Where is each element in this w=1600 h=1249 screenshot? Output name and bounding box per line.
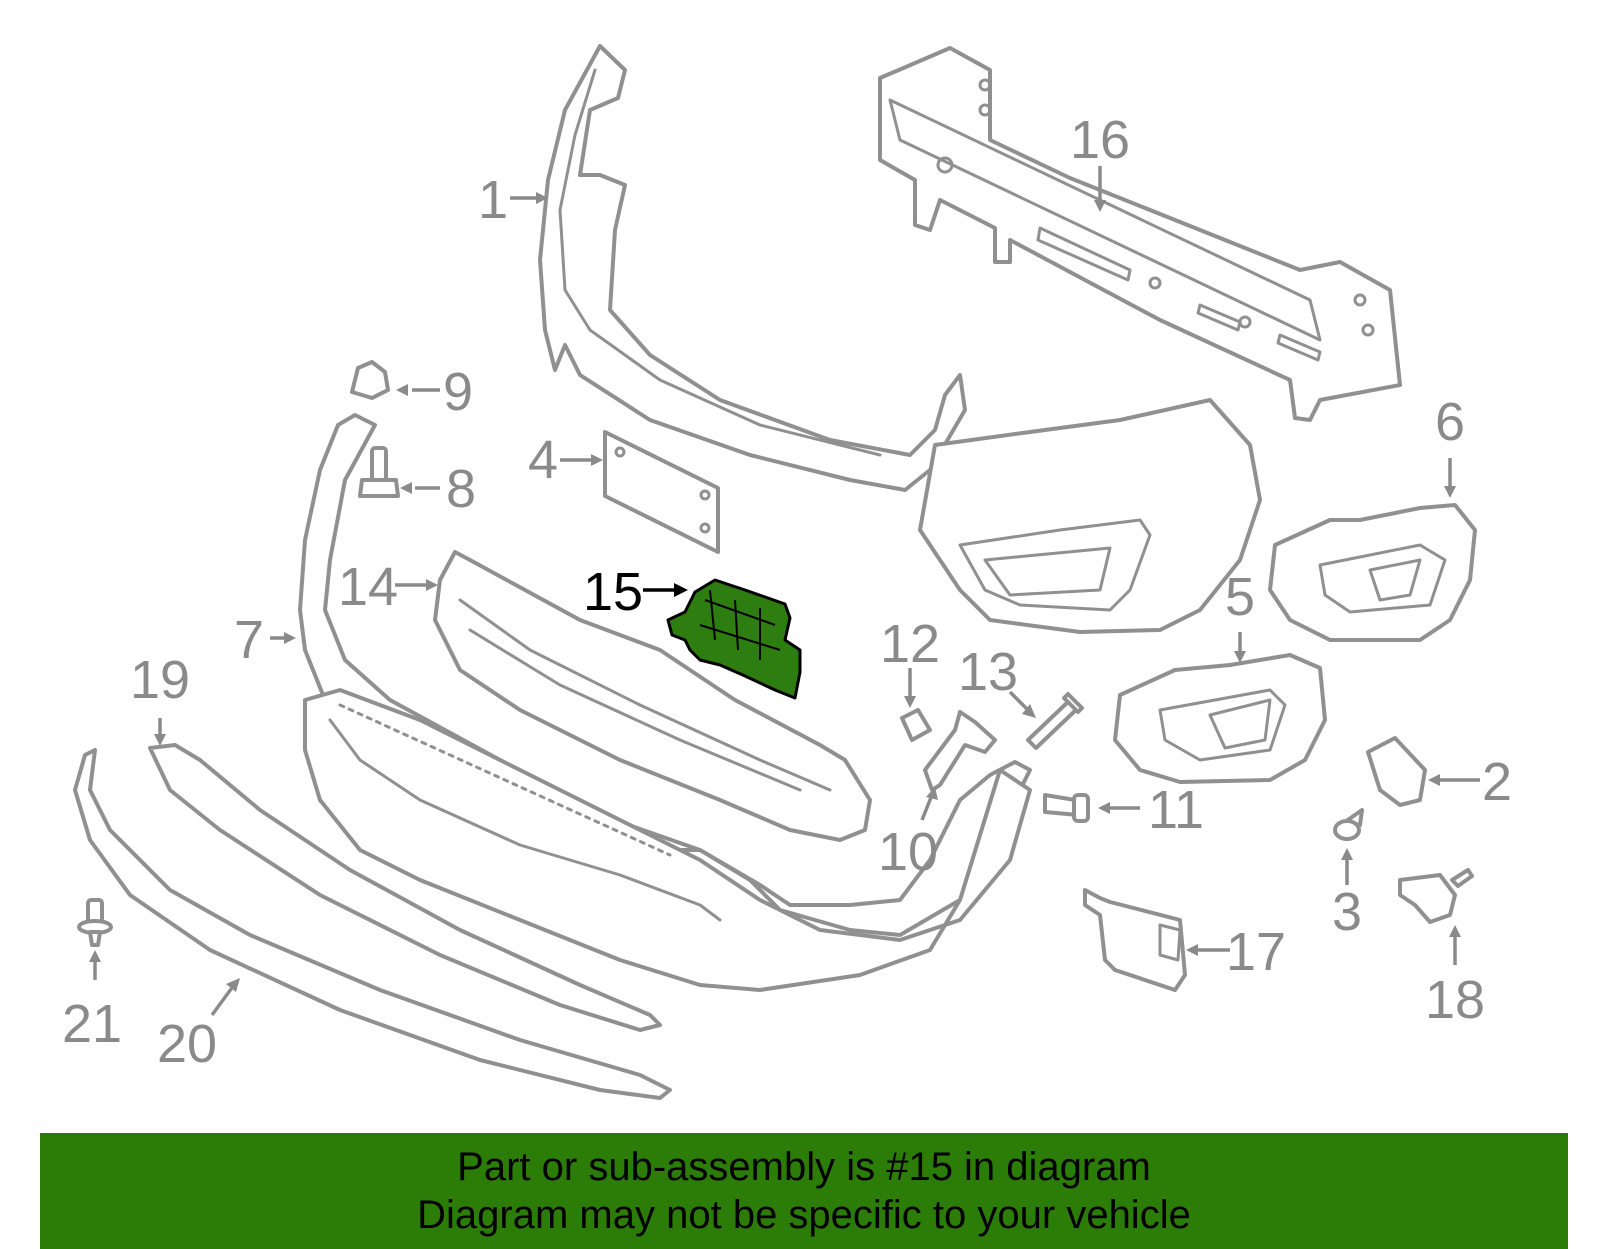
callout-8: 8 [446, 459, 476, 519]
callout-18: 18 [1425, 970, 1485, 1030]
callout-2: 2 [1482, 752, 1512, 812]
part-5-fog-bezel-left [1113, 653, 1327, 784]
callout-19: 19 [130, 650, 190, 710]
leader-lines [89, 166, 1480, 1017]
callout-15: 15 [583, 562, 643, 622]
callout-10: 10 [878, 822, 938, 882]
part-10-side-bracket [923, 710, 997, 792]
callout-4: 4 [528, 430, 558, 490]
callout-1: 1 [478, 170, 508, 230]
part-6-fog-bezel-right [1268, 503, 1477, 642]
part-12-small-bracket [900, 708, 932, 742]
part-17-module [1083, 888, 1187, 992]
part-11-screw [1043, 793, 1090, 823]
banner-line-1: Part or sub-assembly is #15 in diagram [457, 1145, 1151, 1189]
part-1-upper-bumper-cover [538, 44, 967, 492]
callout-labels: 1 2 3 4 5 6 7 8 9 10 11 12 13 14 15 16 1… [62, 110, 1512, 1074]
callout-5: 5 [1225, 567, 1255, 627]
callout-12: 12 [880, 614, 940, 674]
callout-16: 16 [1070, 110, 1130, 170]
part-2-bracket [1366, 736, 1427, 807]
callout-13: 13 [958, 642, 1018, 702]
callout-14: 14 [338, 557, 398, 617]
part-8-bolt [358, 446, 400, 498]
part-4-license-bracket [603, 430, 720, 554]
callout-6: 6 [1435, 392, 1465, 452]
part-21-push-pin [77, 898, 113, 947]
banner-line-2: Diagram may not be specific to your vehi… [417, 1193, 1191, 1237]
callout-7: 7 [234, 610, 264, 670]
part-18-sensor [1398, 868, 1474, 924]
info-banner: Part or sub-assembly is #15 in diagram D… [40, 1133, 1568, 1249]
part-9-clip [350, 360, 390, 400]
part-7-lower-fascia [298, 413, 1032, 992]
callout-3: 3 [1332, 882, 1362, 942]
part-19-lower-trim [148, 743, 662, 1032]
part-16-bumper-reinforcement [878, 46, 1402, 422]
callout-17: 17 [1226, 922, 1286, 982]
part-14-grille [433, 550, 872, 842]
callout-20: 20 [157, 1014, 217, 1074]
part-20-lower-lip [73, 748, 672, 1100]
part-3-bolt [1333, 808, 1364, 841]
part-15-highlighted [666, 578, 802, 700]
callout-21: 21 [62, 994, 122, 1054]
callout-11: 11 [1148, 780, 1204, 840]
part-13-pin [1026, 692, 1084, 750]
front-bumper-fascia [918, 398, 1262, 634]
callout-9: 9 [443, 362, 473, 422]
